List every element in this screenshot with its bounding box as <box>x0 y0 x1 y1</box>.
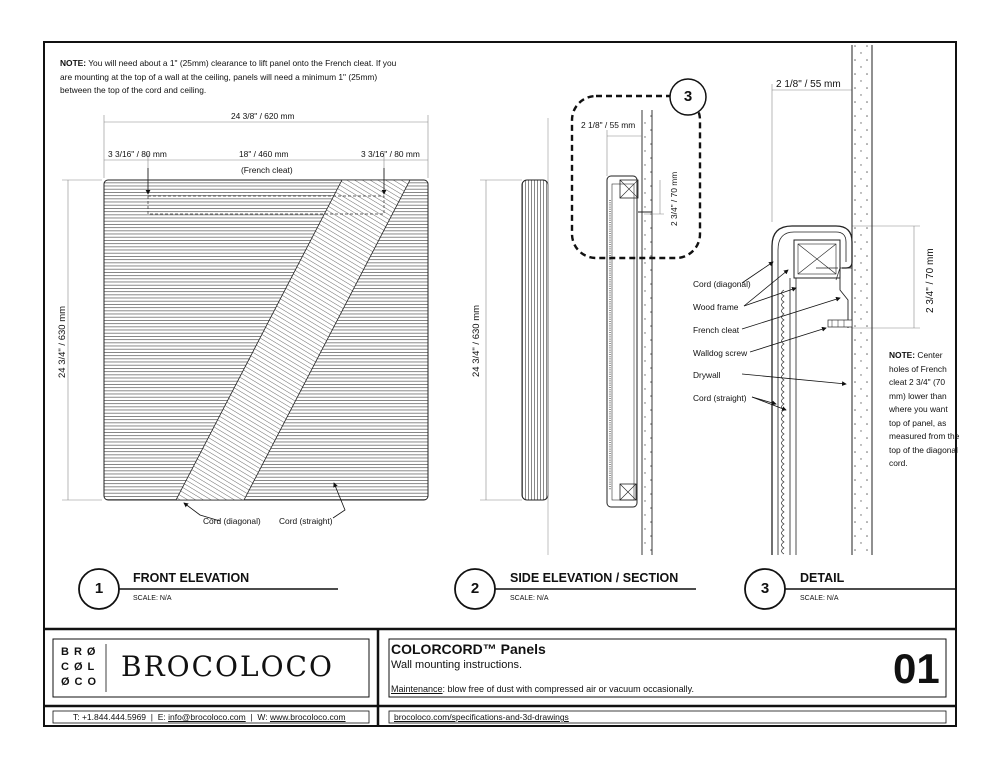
side-drop: 2 3/4" / 70 mm <box>669 171 679 226</box>
spec-footer: brocoloco.com/specifications-and-3d-draw… <box>394 712 569 722</box>
drawing-sheet <box>43 41 957 727</box>
contact-footer: T: +1.844.444.5969 | E: info@brocoloco.c… <box>73 712 346 722</box>
note-text: You will need about a 1" (25mm) clearanc… <box>60 58 397 95</box>
section-1-title: FRONT ELEVATION <box>133 571 250 585</box>
maintenance-text: : blow free of dust with compressed air … <box>442 684 694 694</box>
front-overall-width: 24 3/8" / 620 mm <box>231 111 295 121</box>
front-cleat-label: (French cleat) <box>241 165 293 175</box>
detail-note: NOTE: Center holes of French cleat 2 3/4… <box>889 349 961 471</box>
front-cord-straight-label: Cord (straight) <box>279 516 333 526</box>
front-cord-diagonal-label: Cord (diagonal) <box>203 516 261 526</box>
detail-label-cord-straight: Cord (straight) <box>693 393 747 403</box>
spec-drawings-link[interactable]: brocoloco.com/specifications-and-3d-draw… <box>394 712 569 722</box>
section-2-title: SIDE ELEVATION / SECTION <box>510 571 679 585</box>
section-3-scale: SCALE: N/A <box>800 595 839 602</box>
detail-label-french-cleat: French cleat <box>693 325 740 335</box>
section-2-number: 2 <box>470 580 480 597</box>
section-2-scale: SCALE: N/A <box>510 595 549 602</box>
side-elevation-drawing <box>480 78 707 555</box>
detail-drawing <box>741 45 920 555</box>
note-label: NOTE: <box>60 58 87 68</box>
logo-mark: BRØ CØL ØCO <box>61 645 101 690</box>
logo-row-1: BRØ <box>61 646 101 658</box>
website-link[interactable]: www.brocoloco.com <box>269 712 346 722</box>
front-cleat-width: 18" / 460 mm <box>239 149 289 159</box>
email-label: E: <box>157 712 166 722</box>
detail-depth: 2 1/8" / 55 mm <box>776 79 841 90</box>
detail-callout-number: 3 <box>683 88 693 105</box>
logo-row-3: ØCO <box>61 676 102 688</box>
side-depth: 2 1/8" / 55 mm <box>581 120 636 130</box>
section-1-scale: SCALE: N/A <box>133 595 172 602</box>
brand-wordmark: BROCOLOCO <box>121 650 334 683</box>
detail-label-walldog-screw: Walldog screw <box>693 348 748 358</box>
section-3-number: 3 <box>760 580 770 597</box>
page-number: 01 <box>893 645 940 692</box>
detail-label-drywall: Drywall <box>693 370 721 380</box>
title-block-frame <box>43 627 957 727</box>
clearance-note: NOTE: You will need about a 1" (25mm) cl… <box>60 57 410 98</box>
product-title: COLORCORD™ Panels <box>391 641 546 657</box>
front-elevation-drawing <box>62 115 429 522</box>
email-link[interactable]: info@brocoloco.com <box>168 712 246 722</box>
section-3-title: DETAIL <box>800 571 845 585</box>
maintenance-label: Maintenance <box>391 684 443 694</box>
front-right-offset: 3 3/16" / 80 mm <box>361 149 420 159</box>
front-left-offset: 3 3/16" / 80 mm <box>108 149 167 159</box>
product-subtitle: Wall mounting instructions. <box>391 659 523 671</box>
detail-drop: 2 3/4" / 70 mm <box>925 248 936 313</box>
detail-label-cord-diagonal: Cord (diagonal) <box>693 279 751 289</box>
detail-label-wood-frame: Wood frame <box>693 302 739 312</box>
maintenance-note: Maintenance: blow free of dust with comp… <box>391 684 694 694</box>
section-1-number: 1 <box>94 580 104 597</box>
logo-row-2: CØL <box>61 661 100 673</box>
web-label: W: <box>257 712 268 722</box>
phone: T: +1.844.444.5969 <box>73 712 147 722</box>
front-height: 24 3/4" / 630 mm <box>57 305 68 378</box>
section-headers <box>78 568 956 610</box>
side-height: 24 3/4" / 630 mm <box>471 304 482 377</box>
detail-note-label: NOTE: <box>889 350 916 360</box>
detail-note-text: Center holes of French cleat 2 3/4" (70 … <box>889 350 960 468</box>
